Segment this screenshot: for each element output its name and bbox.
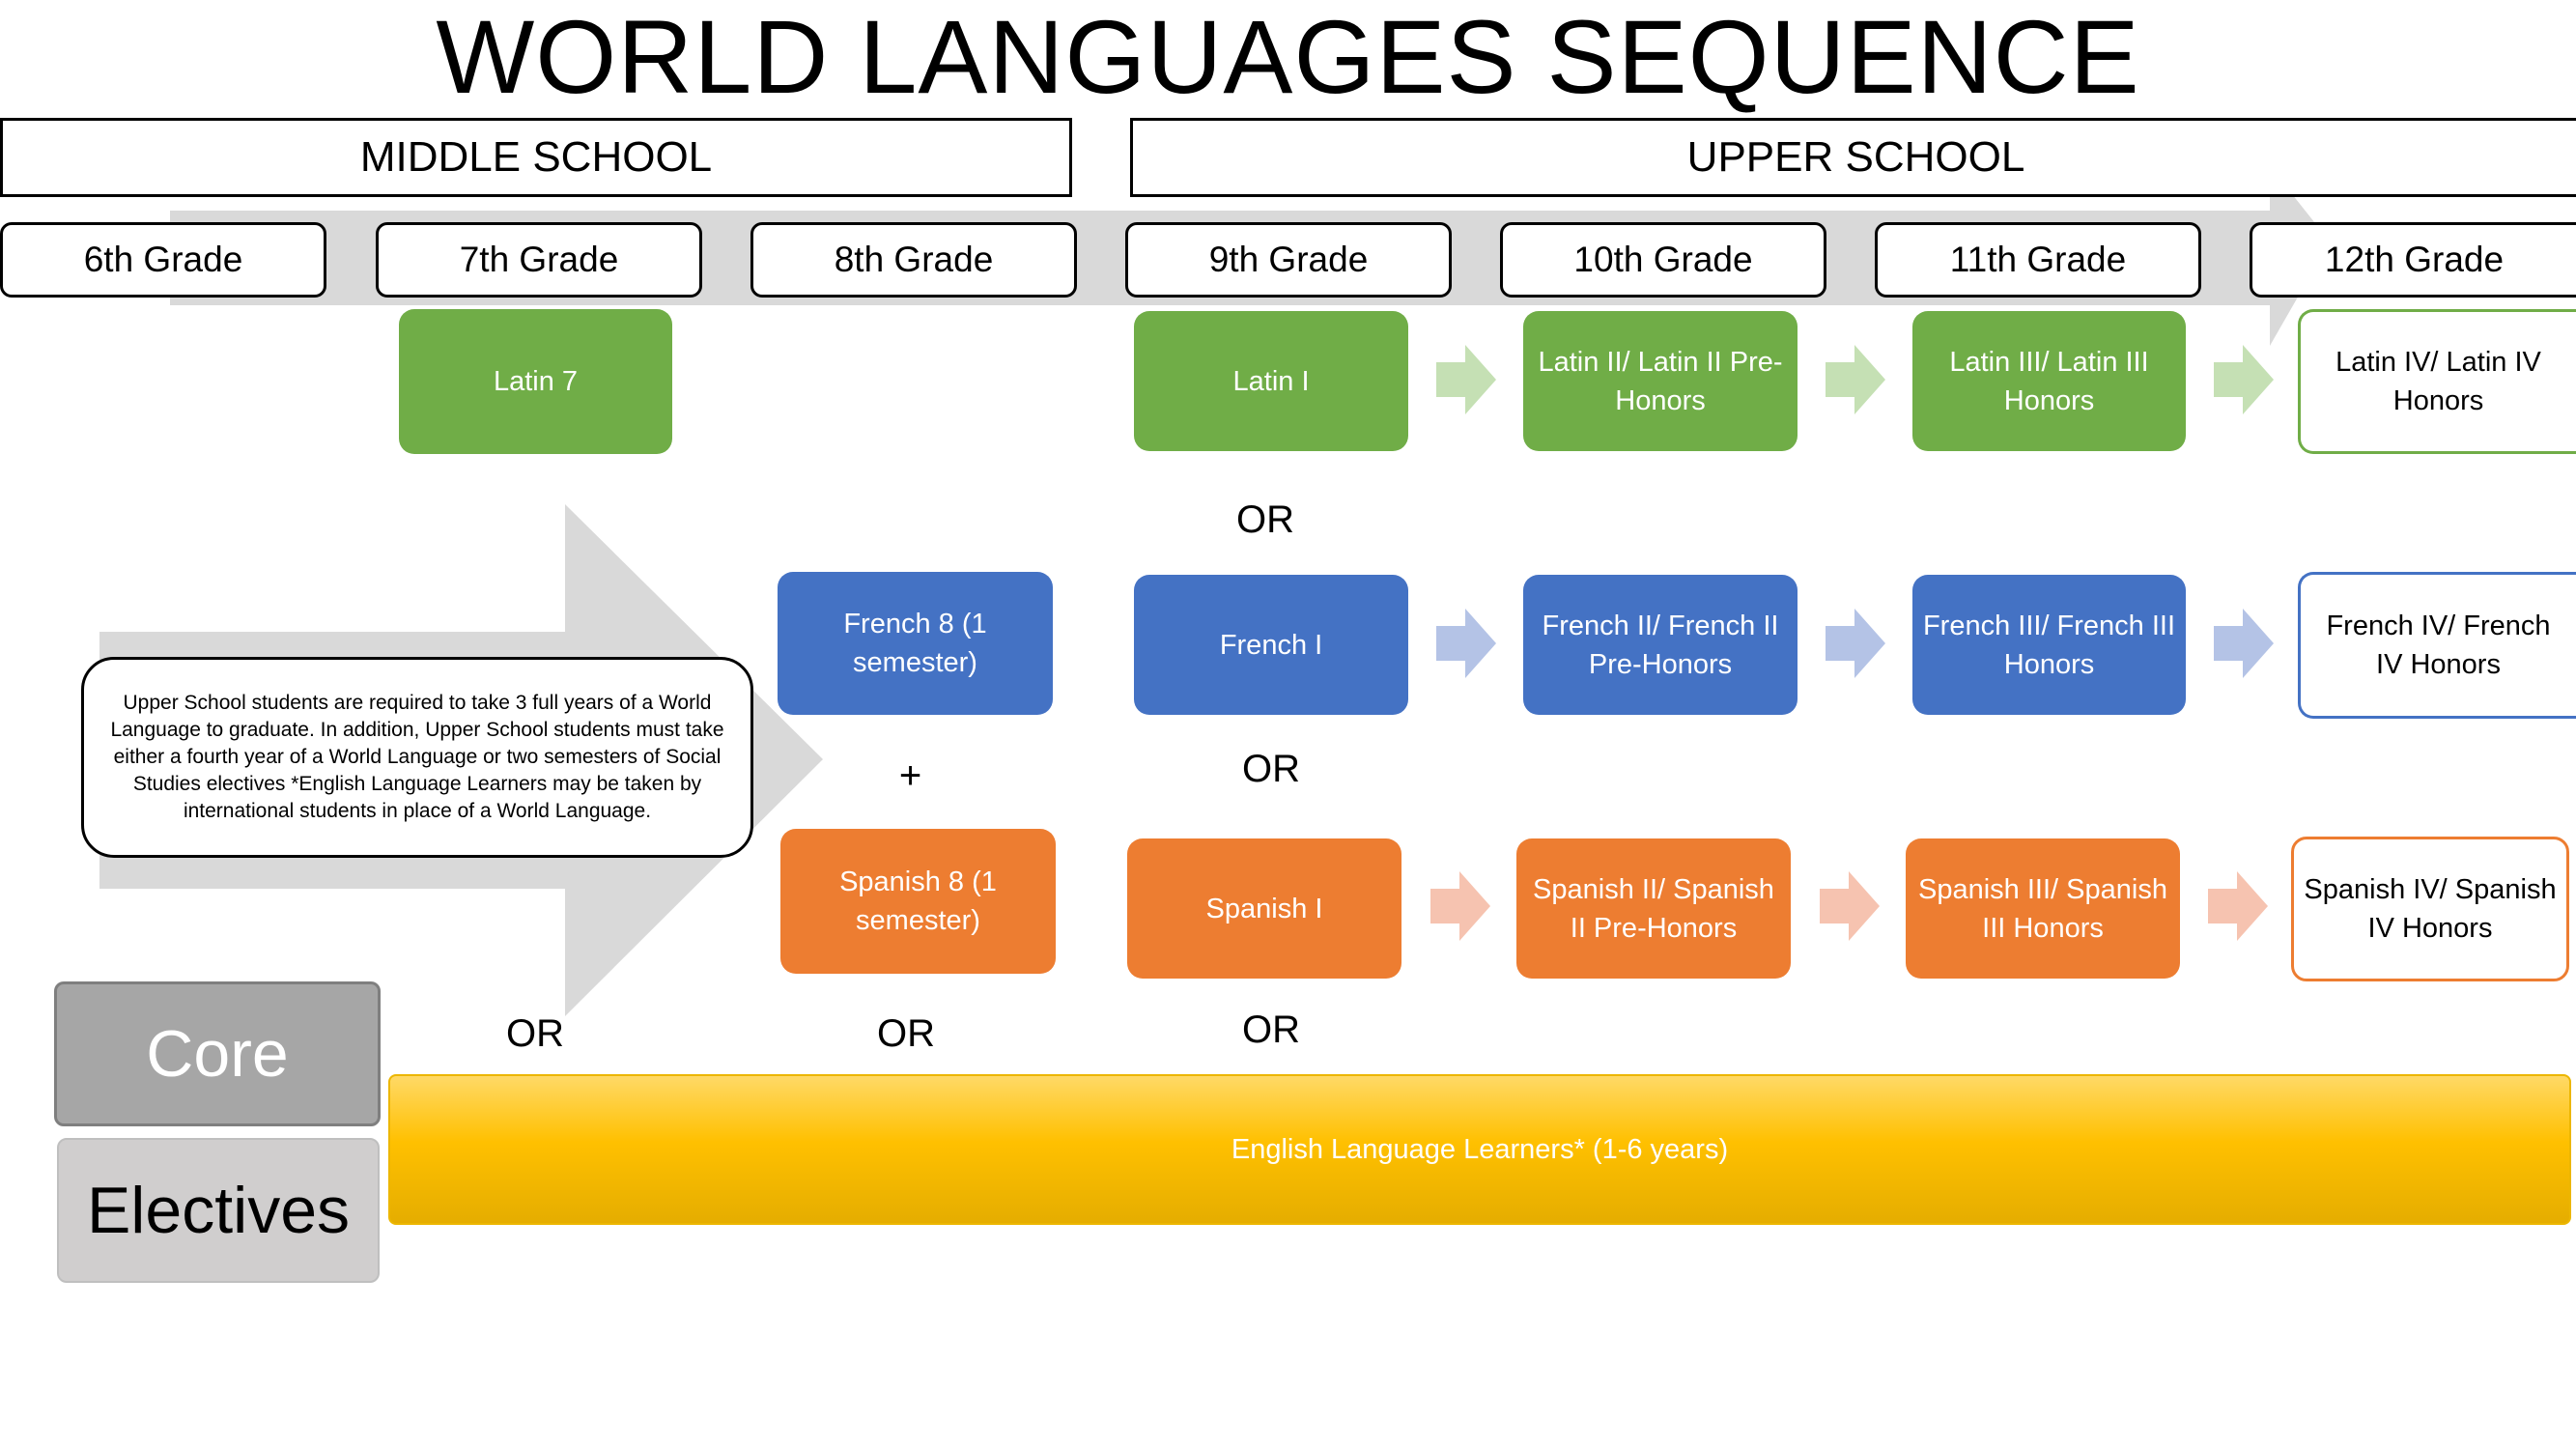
grade-6: 6th Grade [0,222,326,298]
course-spanish-2: Spanish II/ Spanish II Pre-Honors [1516,838,1791,979]
grade-11: 11th Grade [1875,222,2201,298]
progress-arrow [1436,609,1496,678]
grade-10: 10th Grade [1500,222,1826,298]
grade-12: 12th Grade [2250,222,2576,298]
course-french-8: French 8 (1 semester) [778,572,1053,715]
or-label: OR [506,1011,564,1055]
course-latin-3: Latin III/ Latin III Honors [1912,311,2186,451]
ell-course-bar: English Language Learners* (1-6 years) [388,1074,2571,1225]
progress-arrow [1820,871,1880,941]
course-french-1: French I [1134,575,1408,715]
course-french-3: French III/ French III Honors [1912,575,2186,715]
progress-arrow [1826,609,1885,678]
page-title: WORLD LANGUAGES SEQUENCE [436,0,2140,115]
course-french-2: French II/ French II Pre-Honors [1523,575,1798,715]
progress-arrow [1430,871,1490,941]
legend-electives: Electives [57,1138,380,1283]
plus-label: + [898,753,922,797]
progress-arrow [2214,609,2274,678]
progress-arrow [2214,345,2274,414]
or-label: OR [1242,747,1300,790]
progress-arrow [1826,345,1885,414]
grade-9: 9th Grade [1125,222,1452,298]
progress-arrow [1436,345,1496,414]
course-french-4: French IV/ French IV Honors [2298,572,2576,719]
grade-7: 7th Grade [376,222,702,298]
french-progress-arrows [1436,609,2274,678]
middle-school-header: MIDDLE SCHOOL [0,118,1072,197]
latin-progress-arrows [1436,345,2274,414]
course-spanish-4: Spanish IV/ Spanish IV Honors [2291,837,2569,981]
or-label: OR [1236,497,1294,541]
upper-school-header: UPPER SCHOOL [1130,118,2576,197]
legend-core: Core [54,981,381,1126]
or-label: OR [1242,1008,1300,1051]
course-latin-1: Latin I [1134,311,1408,451]
graduation-requirement-note: Upper School students are required to ta… [81,657,753,858]
course-spanish-1: Spanish I [1127,838,1401,979]
course-latin-4: Latin IV/ Latin IV Honors [2298,309,2576,454]
spanish-progress-arrows [1430,871,2268,941]
grade-8: 8th Grade [750,222,1077,298]
or-label: OR [877,1011,935,1055]
progress-arrow [2208,871,2268,941]
course-latin-7: Latin 7 [399,309,672,454]
course-latin-2: Latin II/ Latin II Pre-Honors [1523,311,1798,451]
course-spanish-3: Spanish III/ Spanish III Honors [1906,838,2180,979]
course-spanish-8: Spanish 8 (1 semester) [780,829,1056,974]
